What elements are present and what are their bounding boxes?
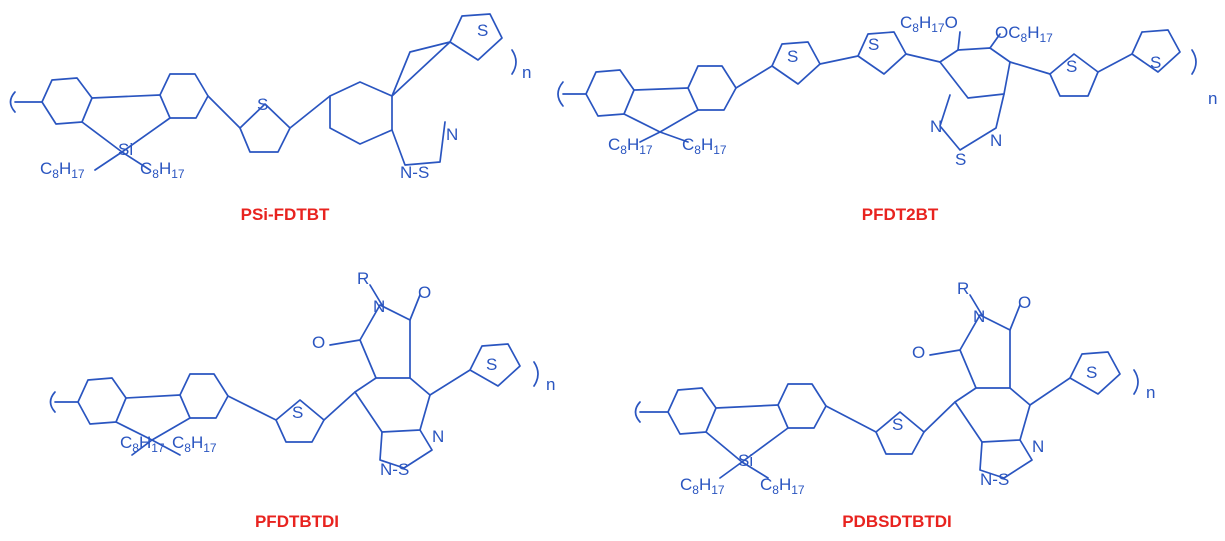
label-alkyl-a: C8H17 xyxy=(680,475,725,497)
label-repeat-n: n xyxy=(1208,89,1217,108)
label-carbonyl-a: O xyxy=(1018,293,1031,312)
label-alkyl-a: C8H17 xyxy=(120,433,165,455)
label-btd-n1: N xyxy=(1032,437,1044,456)
label-btd-n1: N xyxy=(446,125,458,144)
label-thiophene-b: S xyxy=(486,355,497,374)
label-thiophene-b: S xyxy=(868,35,879,54)
label-imide-n: N xyxy=(373,297,385,316)
label-alkyl-a: C8H17 xyxy=(608,135,653,157)
label-btd-n1: N xyxy=(930,117,942,136)
compound-name-pfdtbtdi: PFDTBTDI xyxy=(255,512,339,531)
structure-pfdtbtdi: C8H17 C8H17 R N O O S S N N-S n xyxy=(49,269,555,479)
label-repeat-n: n xyxy=(1146,383,1155,402)
label-alkyl-b: C8H17 xyxy=(682,135,727,157)
label-thiophene-a: S xyxy=(292,403,303,422)
label-imide-r: R xyxy=(957,279,969,298)
label-alkoxy-b: OC8H17 xyxy=(995,23,1053,45)
label-btd-n2: N xyxy=(990,131,1002,150)
label-btd-n1: N xyxy=(432,427,444,446)
label-carbonyl-b: O xyxy=(912,343,925,362)
label-alkyl-b: C8H17 xyxy=(172,433,217,455)
structure-pdbsdtbtdi: Si C8H17 C8H17 R N O O S S N N-S n xyxy=(634,279,1155,497)
label-btd-ns: N-S xyxy=(980,470,1009,489)
label-thiophene-a: S xyxy=(787,47,798,66)
label-thiophene-b: S xyxy=(477,21,488,40)
label-carbonyl-a: O xyxy=(418,283,431,302)
label-thiophene-c: S xyxy=(1066,57,1077,76)
compound-name-pdbsdtbtdi: PDBSDTBTDI xyxy=(842,512,952,531)
label-carbonyl-b: O xyxy=(312,333,325,352)
label-thiophene-b: S xyxy=(1086,363,1097,382)
label-repeat-n: n xyxy=(522,63,531,82)
label-imide-r: R xyxy=(357,269,369,288)
label-repeat-n: n xyxy=(546,375,555,394)
label-alkyl-b: C8H17 xyxy=(140,159,185,181)
label-alkyl-b: C8H17 xyxy=(760,475,805,497)
compound-name-pfdt2bt: PFDT2BT xyxy=(862,205,939,224)
compound-name-psi-fdtbt: PSi-FDTBT xyxy=(241,205,330,224)
label-alkyl-a: C8H17 xyxy=(40,159,85,181)
label-imide-n: N xyxy=(973,307,985,326)
label-thiophene-a: S xyxy=(892,415,903,434)
label-btd-ns: N-S xyxy=(380,460,409,479)
label-silicon: Si xyxy=(738,451,753,470)
label-btd-s: S xyxy=(955,150,966,169)
structure-psi-fdtbt: Si C8H17 C8H17 S S N N-S n xyxy=(9,13,531,182)
label-alkoxy-a: C8H17O xyxy=(900,13,958,35)
label-thiophene-d: S xyxy=(1150,53,1161,72)
label-thiophene-a: S xyxy=(257,95,268,114)
label-silicon: Si xyxy=(118,140,133,159)
label-btd-ns: N-S xyxy=(400,163,429,182)
structure-pfdt2bt: C8H17 C8H17 C8H17O OC8H17 S S S S N S N … xyxy=(557,13,1217,169)
